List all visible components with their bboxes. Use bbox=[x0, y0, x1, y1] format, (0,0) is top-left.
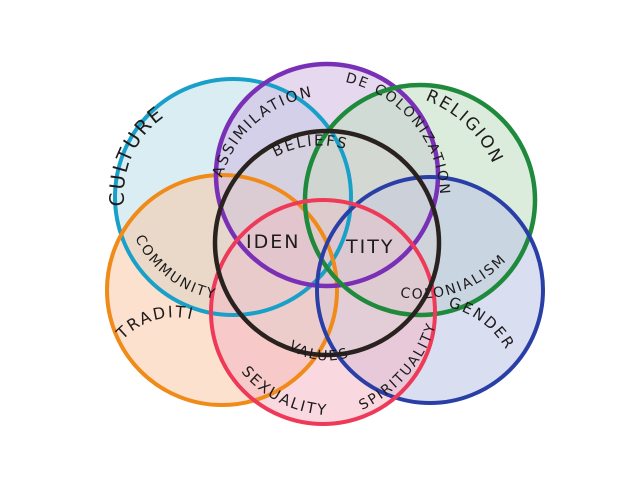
identity-label-right: TITY bbox=[345, 236, 394, 258]
community-circle bbox=[105, 173, 339, 407]
assimilation-circle bbox=[213, 61, 441, 289]
gender-circle bbox=[315, 175, 545, 405]
circle-outlines bbox=[105, 61, 545, 426]
sexuality-circle-fill bbox=[211, 200, 435, 424]
sexuality-circle bbox=[209, 198, 437, 426]
identity-label-left: IDEN bbox=[246, 231, 300, 253]
culture-circle bbox=[113, 77, 353, 317]
identity-circle bbox=[212, 128, 442, 358]
